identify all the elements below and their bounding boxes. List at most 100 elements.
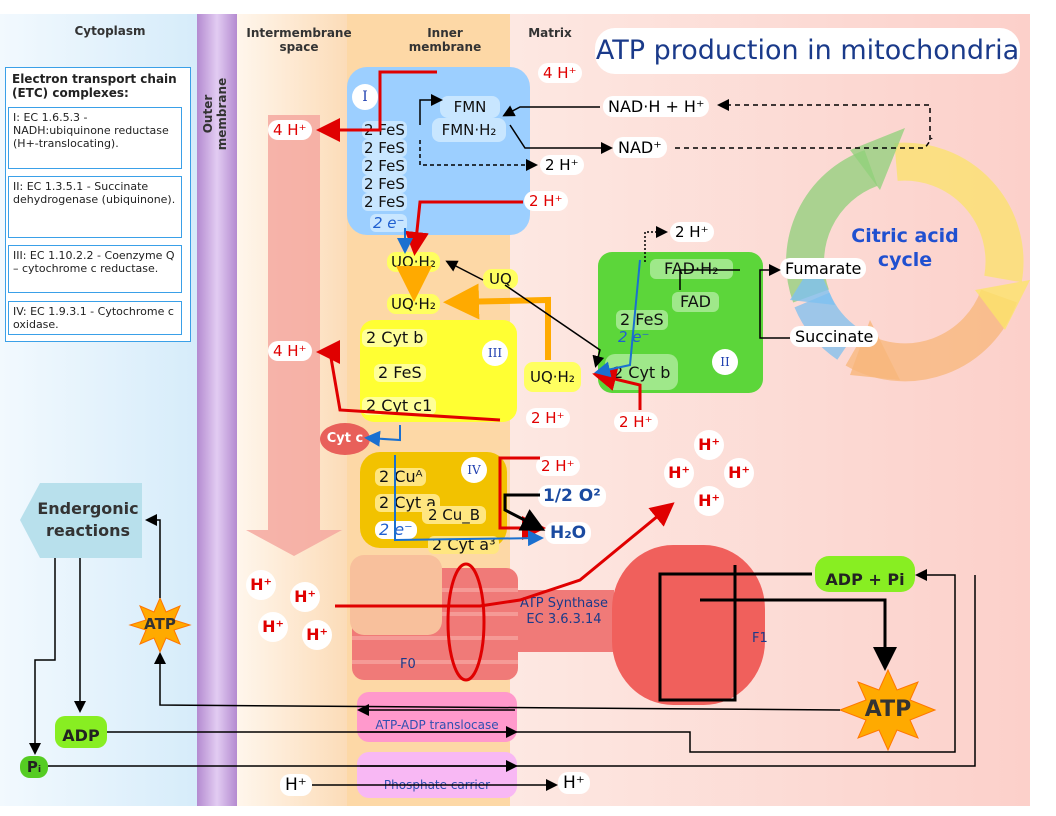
complex-II-2h-bottom: 2 H⁺ [614, 412, 658, 432]
atp-synthase-stalk [518, 590, 614, 652]
fes-4: 2 FeS [362, 175, 407, 193]
fes-3: 2 FeS [362, 157, 407, 175]
cycle-arrowhead-green [850, 128, 905, 190]
fes-1: 2 FeS [362, 121, 407, 139]
pi-in-path [48, 575, 976, 767]
complex-II-proton-path [592, 367, 642, 410]
complex-I-electron-path-red [404, 200, 523, 256]
cu-b: 2 Cu_B [422, 506, 487, 524]
cytoplasm-header: Cytoplasm [74, 24, 146, 38]
cycle-arc-yellow [894, 142, 1024, 283]
nad-out-path [509, 124, 613, 154]
fmn-loop [419, 94, 443, 125]
succinate: Succinate [790, 326, 879, 347]
citric-acid-cycle-label: Citric acid cycle [851, 225, 959, 271]
atp-synthase-label: ATP Synthase EC 3.6.3.14 [519, 596, 609, 627]
succinate-to-fumarate [759, 264, 790, 339]
proton-matrix-2: H⁺ [664, 458, 694, 488]
complex-II-2h-top: 2 H⁺ [670, 222, 714, 242]
fadh2: FAD·H₂ [650, 259, 733, 279]
uq-to-III-path [443, 283, 551, 360]
proton-matrix-4: H⁺ [694, 486, 724, 516]
phosphate-carrier[interactable] [357, 752, 517, 798]
complex-I-2h: 2 H⁺ [540, 155, 584, 175]
fmn: FMN [440, 96, 500, 118]
endergonic-shape [20, 483, 142, 558]
cyt-c: Cyt c [320, 423, 370, 455]
uq-return-path [445, 260, 484, 281]
proton-bottom-right: H⁺ [558, 772, 590, 794]
electron-path-II [594, 259, 641, 378]
cycle-to-nadh-path [717, 99, 931, 140]
fmnh2: FMN·H₂ [432, 118, 506, 142]
nadh-to-I-path [502, 105, 600, 117]
f0-subunit [350, 555, 442, 635]
atp-matrix: ATP [864, 697, 912, 722]
adp-pi-matrix: ADP + Pi [815, 556, 915, 592]
legend-item-I: I: EC 1.6.5.3 - NADH:ubiquinone reductas… [8, 107, 182, 169]
complex-III-2h: 2 H⁺ [526, 408, 570, 428]
complex-I-2h-red: 2 H⁺ [524, 191, 568, 211]
complex-II-electrons: 2 e⁻ [618, 328, 650, 346]
atp-synthase-proton-path [335, 502, 675, 608]
nadh: NAD·H + H⁺ [603, 96, 710, 117]
fes-2: 2 FeS [362, 139, 407, 157]
complex-I-proton-path [316, 70, 437, 142]
electron-path-III [364, 425, 401, 447]
matrix-region [510, 14, 1030, 806]
adp-in-path [107, 569, 956, 753]
page-title: ATP production in mitochondria [595, 28, 1020, 74]
endergonic-reactions: Endergonic reactions [37, 499, 139, 540]
cycle-arrowhead-orange [850, 320, 900, 380]
oxygen-path [503, 493, 546, 531]
pi-cyto: Pᵢ [20, 756, 48, 778]
inner-membrane-header: Inner membrane [408, 26, 482, 54]
proton-ims-3: H⁺ [258, 612, 288, 642]
water: H₂O [545, 522, 592, 544]
fadh2-dashed-up [644, 226, 668, 262]
synthase-output [700, 598, 897, 671]
proton-ims-4: H⁺ [302, 620, 332, 650]
fumarate: Fumarate [780, 258, 867, 279]
translocase-label: ATP-ADP translocase [375, 718, 499, 732]
f1-head [612, 545, 765, 705]
endergonic-to-pi [29, 558, 56, 755]
complex-III-4h-out: 4 H⁺ [268, 341, 312, 361]
atp-starburst-matrix [838, 668, 937, 752]
fad-loop [679, 269, 740, 290]
cycle-arrowhead-blue [790, 260, 835, 305]
complex-IV-2h: 2 H⁺ [536, 456, 580, 476]
complex-IV-numeral: IV [461, 457, 487, 483]
complex-III-proton-path [316, 340, 501, 422]
proton-ims-1: H⁺ [246, 570, 276, 600]
oxygen: 1/2 O² [538, 485, 606, 507]
atp-adp-translocase[interactable] [357, 692, 517, 742]
matrix-header: Matrix [528, 26, 572, 40]
dashed-h-path [419, 140, 538, 171]
proton-ims-2: H⁺ [290, 582, 320, 612]
f1-label: F1 [752, 631, 768, 646]
atp-to-endergonic [145, 514, 161, 598]
atp-out-path [154, 652, 841, 711]
legend-item-III: III: EC 1.10.2.2 - Coenzyme Q – cytochro… [8, 245, 182, 293]
uqh2-c: UQ·H₂ [524, 362, 581, 392]
fes-5: 2 FeS [362, 193, 407, 211]
fes-III: 2 FeS [374, 364, 426, 382]
nad-to-cycle-path [675, 137, 933, 149]
fes-II: 2 FeS [616, 310, 668, 330]
rotor-loop [446, 562, 486, 682]
complex-II-numeral: II [712, 349, 738, 375]
complex-III-numeral: III [482, 340, 508, 366]
electron-path-IV [394, 455, 544, 547]
fad: FAD [672, 292, 719, 312]
nad: NAD⁺ [613, 137, 667, 158]
proton-matrix-3: H⁺ [724, 458, 754, 488]
cyt-b-III: 2 Cyt b [362, 329, 428, 347]
synthase-rotation [658, 565, 812, 702]
atp-cyto: ATP [144, 615, 176, 633]
proton-matrix-1: H⁺ [694, 430, 724, 460]
complex-I-numeral: I [352, 84, 378, 110]
